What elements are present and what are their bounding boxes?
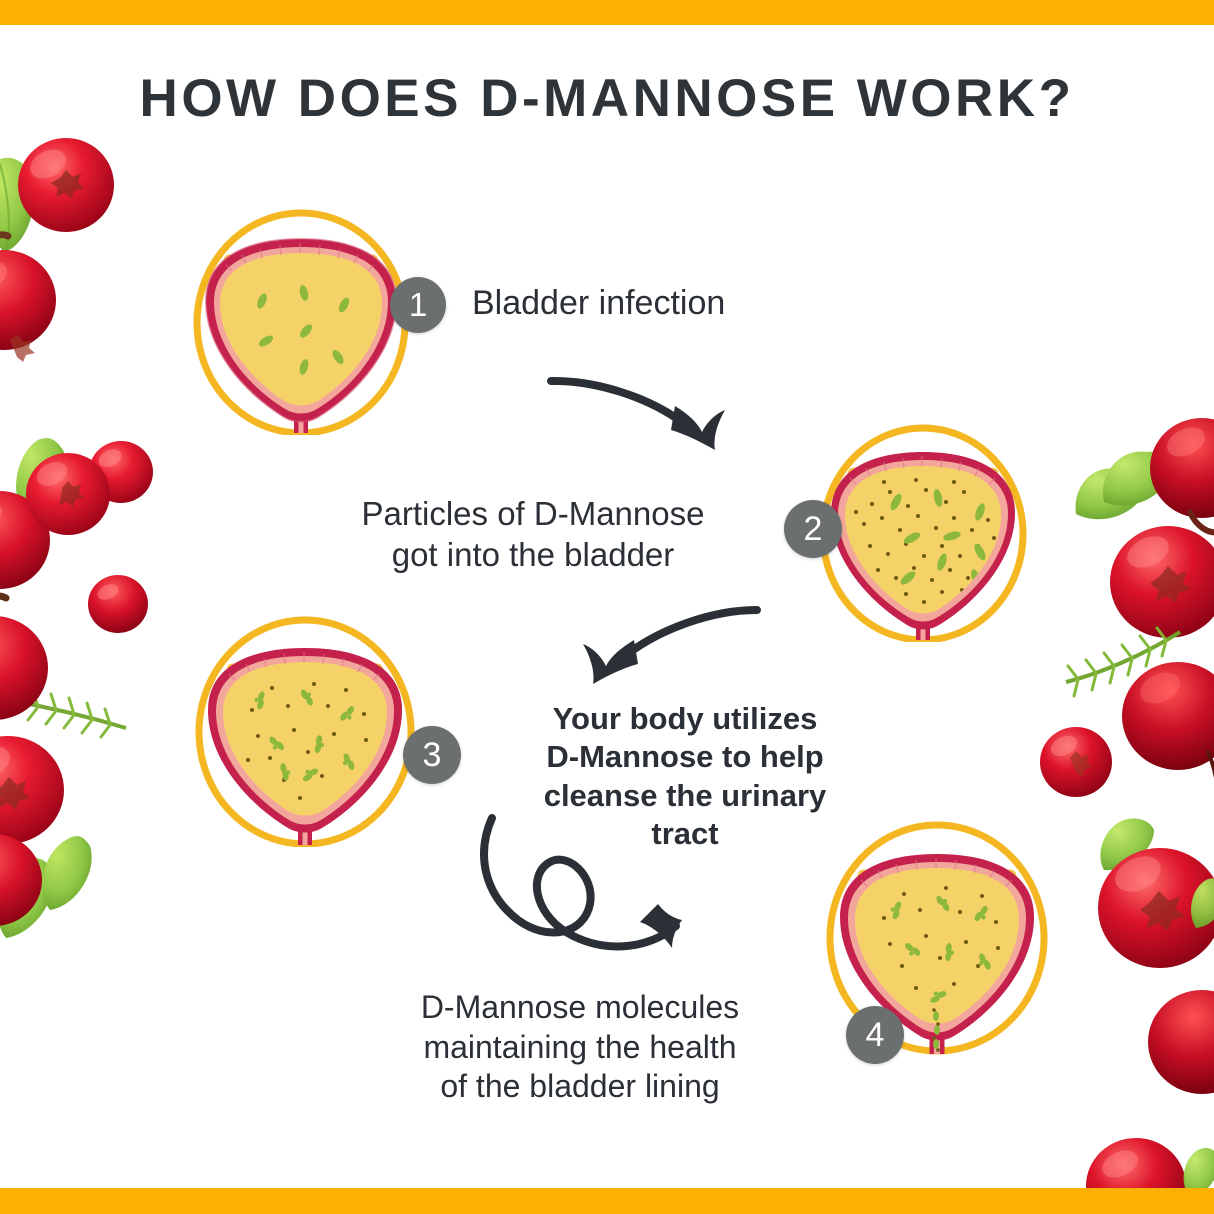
cranberry-decoration-left bbox=[0, 0, 205, 1214]
step-badge-1: 1 bbox=[390, 277, 446, 333]
arrow-step3-to-step4 bbox=[462, 808, 712, 968]
cranberry-icon bbox=[1040, 727, 1112, 797]
step-label-2: Particles of D-Mannose got into the blad… bbox=[361, 495, 705, 573]
cranberry-icon bbox=[1150, 418, 1214, 536]
cranberry-icon bbox=[0, 491, 50, 589]
sprig-icon bbox=[7, 684, 127, 739]
cranberry-icon bbox=[1098, 848, 1214, 968]
step-badge-4: 4 bbox=[846, 1006, 904, 1064]
step-badge-2: 2 bbox=[784, 500, 842, 558]
leaf-icon bbox=[1075, 451, 1209, 520]
leaf-icon bbox=[16, 438, 65, 512]
sprig-icon bbox=[1065, 626, 1182, 698]
bacteria-group bbox=[890, 895, 991, 1003]
bladder-figure-step-4 bbox=[818, 818, 1056, 1056]
leaf-icon bbox=[1191, 878, 1214, 928]
cranberry-icon bbox=[0, 736, 64, 844]
step-label-3: Your body utilizes D-Mannose to help cle… bbox=[543, 701, 827, 852]
step-badge-3: 3 bbox=[403, 726, 461, 784]
cranberry-icon bbox=[0, 231, 56, 362]
top-accent-bar bbox=[0, 0, 1214, 25]
cranberry-icon bbox=[26, 453, 110, 535]
bladder-figure-step-3 bbox=[188, 612, 423, 847]
mannose-particles bbox=[246, 682, 368, 800]
bacteria-group bbox=[257, 285, 350, 375]
arrow-step1-to-step2 bbox=[545, 368, 760, 458]
leaf-icon bbox=[0, 836, 92, 938]
leaf-icon bbox=[0, 157, 35, 252]
bacteria-flush-group bbox=[933, 1011, 940, 1049]
cranberry-icon bbox=[1148, 990, 1214, 1094]
cranberry-icon bbox=[1110, 526, 1214, 638]
leaf-icon bbox=[1100, 818, 1154, 871]
bottom-accent-bar bbox=[0, 1188, 1214, 1214]
bladder-figure-step-1 bbox=[186, 205, 416, 435]
cranberry-icon bbox=[18, 138, 114, 232]
mannose-particles bbox=[882, 886, 1000, 990]
arrow-step2-to-step3 bbox=[548, 596, 763, 688]
cranberry-icon bbox=[88, 575, 148, 633]
page-title: HOW DOES D-MANNOSE WORK? bbox=[139, 69, 1075, 128]
cranberry-icon bbox=[89, 441, 153, 503]
bladder-figure-step-2 bbox=[812, 420, 1034, 642]
step-label-1: Bladder infection bbox=[472, 284, 726, 322]
cranberry-icon bbox=[0, 592, 48, 720]
cranberry-icon bbox=[1122, 662, 1214, 812]
cranberry-icon bbox=[0, 834, 42, 926]
step-label-4: D-Mannose molecules maintaining the heal… bbox=[420, 989, 740, 1105]
bacteria-group bbox=[254, 689, 355, 782]
